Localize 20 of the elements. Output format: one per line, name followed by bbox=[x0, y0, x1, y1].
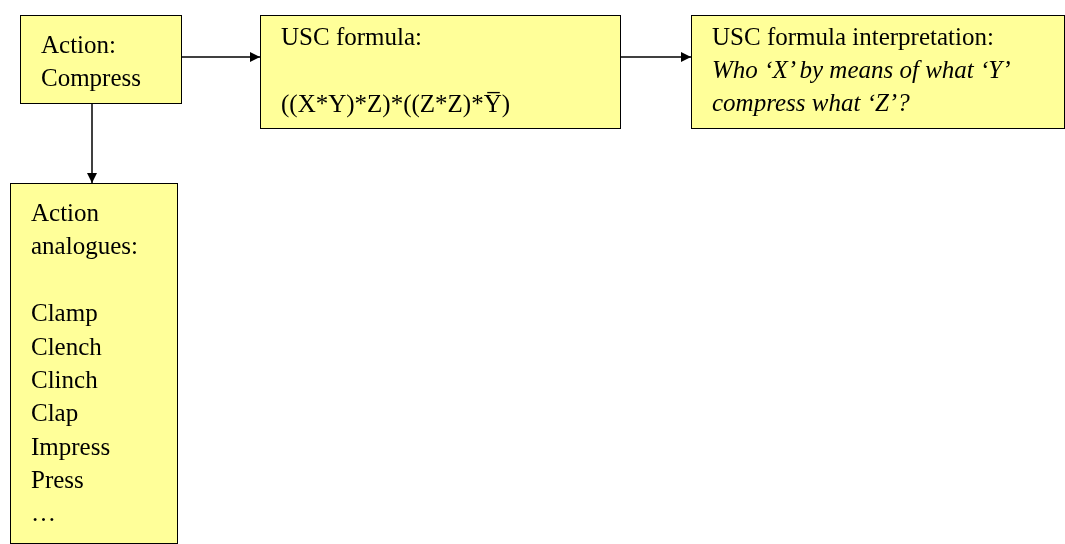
process-box bbox=[10, 183, 178, 544]
arrow bbox=[87, 103, 97, 184]
interpretation-heading: USC formula interpretation: bbox=[712, 22, 994, 52]
process-box bbox=[20, 15, 182, 104]
analogue-item: Impress bbox=[31, 432, 111, 462]
process-box bbox=[691, 15, 1065, 129]
formula-text: ((X*Y)*Z)*((Z*Z)*Y̅) bbox=[281, 89, 511, 120]
interpretation-text: Who ‘X’ by means of what ‘Y’ compress what ‘Z’? bbox=[712, 55, 1010, 118]
formula-heading: USC formula: bbox=[281, 22, 422, 52]
arrow bbox=[620, 52, 692, 62]
arrow bbox=[181, 52, 261, 62]
action-label: Action: Compress bbox=[41, 30, 142, 93]
analogue-item: … bbox=[31, 498, 56, 528]
process-box bbox=[260, 15, 621, 129]
analogue-item: Clinch bbox=[31, 365, 98, 395]
analogues-heading: Action analogues: bbox=[31, 198, 139, 261]
analogue-item: Clamp bbox=[31, 298, 98, 328]
analogue-item: Press bbox=[31, 465, 84, 495]
analogue-item: Clench bbox=[31, 332, 102, 362]
analogue-item: Clap bbox=[31, 398, 79, 428]
